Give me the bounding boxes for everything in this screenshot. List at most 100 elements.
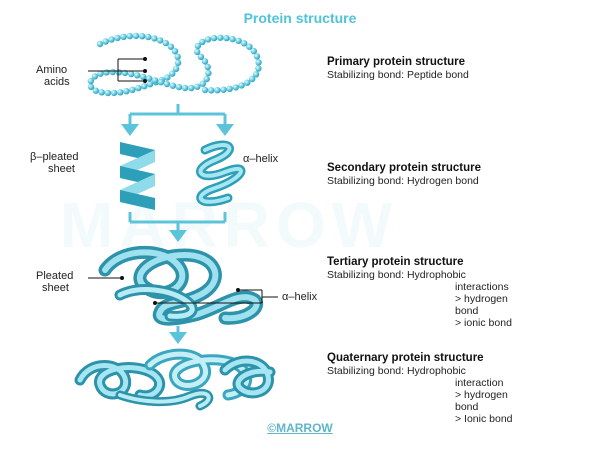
amino-acid-bead — [114, 34, 121, 42]
amino-acid-bead — [255, 59, 262, 66]
amino-acid-bead — [169, 82, 177, 89]
amino-acid-bead — [171, 48, 179, 55]
amino-acid-bead — [201, 58, 209, 65]
amino-acid-bead — [108, 36, 115, 43]
amino-acid-bead — [98, 89, 105, 96]
amino-acid-bead — [102, 38, 109, 45]
amino-acid-bead — [134, 72, 141, 79]
amino-acid-bead — [188, 84, 195, 92]
amino-acid-bead — [175, 83, 183, 91]
merge-arrows — [128, 212, 227, 232]
amino-acid-bead — [181, 84, 189, 92]
primary-heading: Primary protein structure — [327, 56, 466, 68]
amino-acid-bead — [232, 84, 239, 91]
amino-acid-dots — [143, 57, 147, 83]
amino-acid-bead — [163, 80, 171, 88]
amino-acid-bead — [146, 75, 153, 82]
amino-acid-bead — [201, 86, 209, 94]
arrow-to-beta — [121, 124, 139, 136]
beta-pleated-sheet — [120, 142, 155, 210]
pleated-sheet-label-line1: Pleated — [36, 270, 74, 282]
amino-acid-bead — [169, 70, 176, 77]
primary-bond: Stabilizing bond: Peptide bond — [327, 69, 469, 81]
amino-acid-bead — [87, 77, 95, 85]
arrow-to-tertiary — [169, 230, 187, 242]
amino-acid-bead — [249, 75, 256, 83]
amino-acid-bead — [97, 70, 104, 77]
tertiary-bond: Stabilizing bond: Hydrophobic — [327, 269, 466, 281]
amino-acid-bead — [120, 33, 127, 40]
amino-acid-bead — [91, 73, 99, 80]
amino-acid-bead — [235, 37, 242, 44]
amino-acid-bead — [241, 40, 248, 47]
quaternary-bond: Stabilizing bond: Hydrophobic — [327, 365, 466, 377]
amino-acid-bead — [197, 53, 205, 60]
amino-acid-bead — [139, 33, 146, 40]
amino-acid-bead — [110, 89, 118, 97]
amino-acid-bead — [151, 35, 158, 42]
amino-acid-bead — [203, 75, 210, 83]
amino-acid-bead — [135, 84, 142, 92]
amino-acid-bead — [115, 69, 123, 76]
amino-acid-bead — [205, 69, 212, 77]
pleated-sheet-dot — [120, 276, 124, 280]
amino-acid-bead — [229, 35, 236, 43]
tertiary-fold — [98, 245, 263, 326]
quaternary-bond-line4: bond — [455, 401, 479, 413]
amino-acid-bead — [199, 38, 206, 45]
amino-acid-bead — [141, 83, 148, 90]
amino-acid-bead — [126, 32, 133, 40]
quaternary-assembly — [74, 348, 276, 411]
diagram-title: Protein structure — [243, 10, 357, 26]
tertiary-bond-line2: interactions — [455, 281, 509, 293]
amino-acid-bead — [174, 59, 182, 67]
amino-acid-bead — [109, 68, 116, 76]
amino-acid-bead — [151, 77, 159, 84]
amino-acid-bead — [103, 69, 110, 76]
quaternary-bond-line2: interaction — [455, 377, 504, 389]
amino-acid-bead — [244, 79, 251, 86]
quaternary-bond-line5: > Ionic bond — [455, 413, 513, 425]
tertiary-heading: Tertiary protein structure — [327, 256, 464, 268]
secondary-bond: Stabilizing bond: Hydrogen bond — [327, 175, 479, 187]
amino-acid-bead — [92, 87, 100, 94]
amino-acid-bead — [223, 34, 230, 42]
pleated-sheet-label-line2: sheet — [42, 282, 69, 294]
tertiary-bond-line5: > ionic bond — [455, 317, 512, 329]
amino-acid-bead — [217, 34, 224, 41]
alpha-helix-dots — [153, 288, 240, 305]
amino-acid-bead — [129, 86, 136, 94]
amino-acid-bead — [194, 42, 202, 50]
quaternary-heading: Quaternary protein structure — [327, 352, 484, 364]
amino-acid-bracket — [88, 58, 145, 82]
amino-acid-bead — [174, 53, 181, 60]
amino-acid-bead — [146, 81, 154, 88]
alpha-helix-label: α–helix — [243, 153, 279, 165]
amino-acid-bead — [252, 71, 260, 78]
amino-acid-bead — [132, 32, 140, 40]
amino-acid-bead — [172, 65, 180, 73]
amino-acid-bead — [87, 83, 95, 91]
alpha-helix-bracket — [155, 289, 278, 304]
amino-acid-bead — [238, 82, 245, 89]
amino-acid-bead — [164, 74, 171, 81]
amino-acid-bead — [104, 89, 112, 97]
arrow-to-alpha — [216, 124, 234, 136]
amino-acid-bead — [140, 73, 147, 81]
amino-acid-bead — [214, 87, 221, 94]
amino-acid-bead — [220, 86, 227, 93]
amino-acid-bead — [208, 87, 215, 94]
quaternary-bond-line3: > hydrogen — [455, 389, 508, 401]
amino-acid-bead — [253, 53, 261, 60]
amino-acid-chain — [87, 32, 262, 97]
amino-acid-bead — [123, 88, 130, 95]
amino-acid-bead — [210, 34, 218, 42]
footer-copyright: ©MARROW — [267, 421, 333, 435]
amino-acid-bead — [128, 70, 135, 78]
amino-acid-bead — [226, 85, 233, 93]
tertiary-alpha-helix-label: α–helix — [282, 291, 318, 303]
amino-acids-label-line2: acids — [44, 76, 70, 88]
amino-acid-bead — [157, 37, 164, 44]
